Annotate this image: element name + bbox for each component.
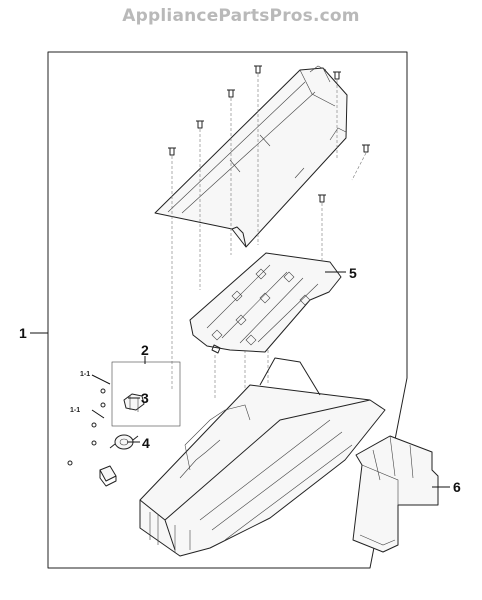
heater-cover-part[interactable]: [154, 65, 348, 248]
screw-icon: [67, 388, 106, 466]
connector-clip-part[interactable]: [99, 465, 117, 487]
callout-1-1-lower: 1-1: [70, 407, 80, 414]
callout-4: 4: [142, 435, 150, 451]
screw-icon: [168, 65, 370, 203]
watermark-logo: AppliancePartsPros.com: [122, 6, 360, 26]
mounting-bracket-part[interactable]: [352, 435, 439, 553]
callout-5: 5: [349, 265, 357, 281]
callout-2: 2: [141, 342, 149, 358]
callout-1: 1: [19, 325, 27, 341]
thermostat-bracket-box: [111, 361, 181, 427]
callout-1-1-upper: 1-1: [80, 371, 90, 378]
heating-element-plate-part[interactable]: [189, 252, 342, 354]
callout-3: 3: [141, 390, 149, 406]
callout-6: 6: [453, 479, 461, 495]
heater-housing-part[interactable]: [139, 357, 386, 557]
callout-leaders: [30, 271, 450, 488]
assembly-guide-lines: [171, 74, 367, 400]
